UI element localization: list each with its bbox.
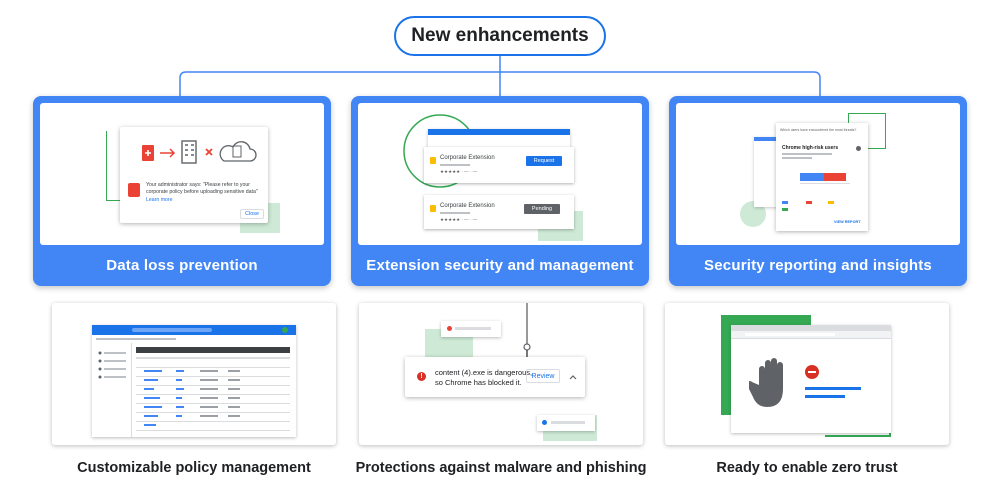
admin-message-line1: Your administrator says: "Please refer t… — [146, 182, 251, 188]
view-report-link[interactable]: VIEW REPORT — [834, 220, 861, 224]
danger-icon: ! — [417, 372, 426, 381]
extension-illustration: Corporate Extension ★★★★★ · — · — Reques… — [358, 103, 642, 245]
card-policy-management — [52, 303, 336, 445]
doc-in-cloud-icon — [232, 145, 242, 158]
red-stop-icon — [805, 365, 819, 379]
card-label: Data loss prevention — [106, 257, 258, 274]
bg-notification-card — [537, 415, 595, 431]
extension-row-1: Corporate Extension ★★★★★ · — · — Reques… — [424, 147, 574, 183]
blocked-message-line — [805, 395, 845, 398]
console-topbar — [92, 325, 296, 335]
admin-console-window — [92, 325, 296, 437]
rating-stars: ★★★★★ · — · — — [440, 169, 478, 174]
report-subtitle — [782, 153, 832, 155]
report-title: Chrome high-risk users — [782, 145, 839, 151]
browser-window — [731, 325, 891, 433]
placeholder-line — [455, 327, 491, 330]
extension-name: Corporate Extension — [440, 203, 495, 209]
rating-stars: ★★★★★ · — · — — [440, 217, 478, 222]
bg-notification-card — [441, 321, 501, 337]
policy-icon — [128, 183, 140, 197]
alert-line1: content (4).exe is dangerous, — [435, 368, 533, 377]
help-icon — [856, 146, 861, 151]
bar-blue-segment — [800, 173, 824, 181]
extension-icon — [430, 205, 436, 212]
console-breadcrumb — [96, 338, 176, 340]
report-window: Which users have encountered the most th… — [776, 123, 868, 231]
legend-dots — [782, 208, 788, 211]
legend-dots — [806, 201, 812, 204]
avatar — [282, 327, 288, 333]
request-button[interactable]: Request — [526, 156, 562, 166]
arrow-icon — [160, 148, 176, 158]
browser-tab-strip — [731, 325, 891, 331]
card-label: Security reporting and insights — [704, 257, 932, 274]
extension-icon — [430, 157, 436, 164]
chevron-up-icon[interactable] — [568, 372, 578, 382]
building-icon — [181, 140, 197, 164]
search-field — [132, 328, 212, 332]
cloud-icon — [219, 141, 257, 162]
extension-name: Corporate Extension — [440, 155, 495, 161]
red-dot — [447, 326, 452, 331]
connector-lines — [179, 56, 821, 96]
pending-button[interactable]: Pending — [524, 204, 560, 214]
blocked-hand-icon — [749, 358, 783, 407]
bar-axis — [800, 183, 850, 184]
learn-more-link[interactable]: Learn more — [146, 197, 173, 203]
bar-red-segment — [824, 173, 846, 181]
blue-dot — [542, 420, 547, 425]
extension-meta — [440, 164, 470, 166]
legend-dots — [828, 201, 834, 204]
caption-malware-protection: Protections against malware and phishing — [355, 460, 647, 476]
upload-flow-icons — [142, 140, 257, 164]
blocked-message-line — [805, 387, 861, 390]
console-sidebar — [92, 343, 132, 437]
close-button[interactable]: Close — [240, 209, 265, 219]
card-security-reporting: Which users have encountered the most th… — [669, 96, 967, 286]
card-zero-trust — [665, 303, 949, 445]
table-header — [136, 347, 290, 353]
legend-dots — [782, 201, 788, 204]
placeholder-line — [551, 421, 585, 424]
sidebar-list-items — [98, 351, 126, 379]
caption-zero-trust: Ready to enable zero trust — [716, 460, 898, 476]
review-button[interactable]: Review — [526, 369, 560, 383]
download-blocked-alert: ! content (4).exe is dangerous, so Chrom… — [405, 357, 585, 397]
dlp-dialog: Your administrator says: "Please refer t… — [120, 127, 268, 223]
report-subtitle — [782, 157, 812, 159]
admin-message-line2: corporate policy before uploading sensit… — [146, 189, 258, 195]
caption-policy-management: Customizable policy management — [77, 460, 311, 476]
extension-row-2: Corporate Extension ★★★★★ · — · — Pendin… — [424, 195, 574, 229]
alert-line2: so Chrome has blocked it. — [435, 378, 522, 387]
block-x-icon — [205, 148, 213, 156]
card-malware-protection: ! content (4).exe is dangerous, so Chrom… — [359, 303, 643, 445]
card-extension-security: Corporate Extension ★★★★★ · — · — Reques… — [351, 96, 649, 286]
settings-table — [136, 357, 290, 431]
browser-toolbar — [428, 129, 570, 135]
extension-meta — [440, 212, 470, 214]
card-label: Extension security and management — [366, 257, 634, 274]
dlp-illustration: Your administrator says: "Please refer t… — [40, 103, 324, 245]
browser-address-bar — [731, 331, 891, 339]
reporting-illustration: Which users have encountered the most th… — [676, 103, 960, 245]
card-data-loss-prevention: Your administrator says: "Please refer t… — [33, 96, 331, 286]
report-header: Which users have encountered the most th… — [780, 128, 857, 132]
diagram-title: New enhancements — [394, 16, 606, 56]
